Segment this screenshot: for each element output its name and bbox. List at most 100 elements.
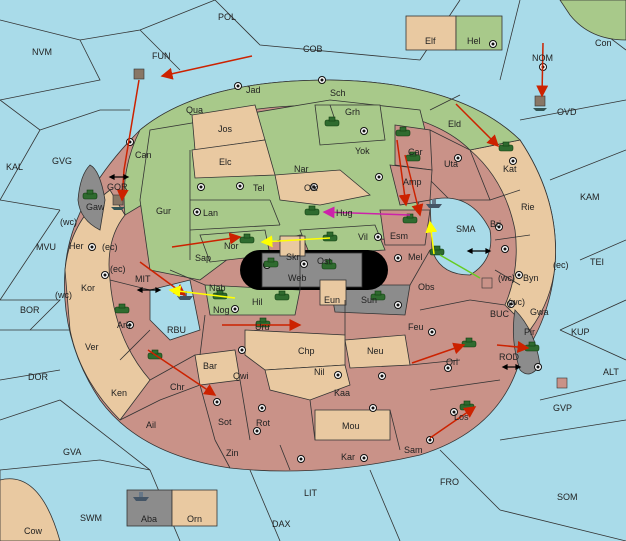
sea-lit: LIT <box>304 488 318 498</box>
inset-elf <box>405 15 457 51</box>
land-ark: Ark <box>117 320 131 330</box>
land-feu: Feu <box>408 322 424 332</box>
order-arrow <box>322 206 411 219</box>
land-nil: Nil <box>314 367 325 377</box>
province-borders <box>109 94 531 471</box>
land-ost: Ost <box>317 256 332 266</box>
sea-mvu: MVU <box>36 242 56 252</box>
land-gur: Gur <box>156 206 171 216</box>
land-wc4: (wc) <box>508 297 525 307</box>
land-ail: Ail <box>146 420 156 430</box>
land-bar: Bar <box>203 361 217 371</box>
land-grh: Grh <box>345 107 360 117</box>
prov-vil <box>299 224 386 256</box>
land-vil: Vil <box>358 232 368 242</box>
land-web: Web <box>288 273 306 283</box>
fleet-unit <box>426 199 442 208</box>
land-nor: Nor <box>224 241 239 251</box>
sea-gva: GVA <box>63 447 81 457</box>
land-sot: Sot <box>218 417 232 427</box>
land-amp: Amp <box>403 177 422 187</box>
order-arrow <box>425 220 438 255</box>
land-nar: Nar <box>294 164 309 174</box>
sea-gvp: GVP <box>553 403 572 413</box>
order-arrow <box>404 154 424 217</box>
sea-dor: DOR <box>28 372 49 382</box>
prov-chp <box>244 329 346 371</box>
order-arrow <box>536 42 549 98</box>
land-lan: Lan <box>203 208 218 218</box>
sea-kup: KUP <box>571 327 590 337</box>
land-skr: Skr <box>286 252 300 262</box>
land-chp: Chp <box>298 346 315 356</box>
land-neu: Neu <box>367 346 384 356</box>
sea-bor: BOR <box>20 305 40 315</box>
order-arrow <box>168 285 236 299</box>
order-arrow <box>116 79 140 202</box>
sea-mit: MIT <box>135 274 151 284</box>
land-kor: Kor <box>81 283 95 293</box>
land-qwi: Qwi <box>233 371 249 381</box>
sea-alt: ALT <box>603 367 619 377</box>
sea-nvm: NVM <box>32 47 52 57</box>
order-arrow <box>171 232 242 248</box>
army-unit <box>263 257 279 268</box>
army-unit <box>395 126 411 137</box>
land-rie: Rie <box>521 202 535 212</box>
sea-pol: POL <box>218 12 236 22</box>
land-gaw: Gaw <box>86 202 105 212</box>
land-yok: Yok <box>355 146 370 156</box>
land-ec2: (ec) <box>110 264 126 274</box>
land-can: Can <box>135 150 152 160</box>
sea-kam: KAM <box>580 192 600 202</box>
sea-cob: COB <box>303 44 323 54</box>
sea-fun: FUN <box>152 51 171 61</box>
sma-inland-sea <box>429 197 492 276</box>
land-aba: Aba <box>141 514 157 524</box>
land-kar: Kar <box>341 452 355 462</box>
land-eun: Eun <box>324 295 340 305</box>
fleet-unit <box>556 377 568 389</box>
land-ken: Ken <box>111 388 127 398</box>
land-nab: Nab <box>209 283 226 293</box>
land-labels: Jad Sch Qua Jos Grh Eld Can Yok Car Kat … <box>55 36 569 524</box>
prov-nil <box>264 364 351 401</box>
land-sap: Sap <box>195 253 211 263</box>
land-hil: Hil <box>252 297 263 307</box>
land-mou: Mou <box>342 421 360 431</box>
sea-con: Con <box>595 38 612 48</box>
army-unit <box>274 290 290 301</box>
land-ver: Ver <box>85 342 99 352</box>
army-unit <box>82 189 98 200</box>
order-arrow <box>260 235 331 248</box>
land-pir: Pir <box>524 327 535 337</box>
land-wc1: (wc) <box>60 217 77 227</box>
prov-grh <box>314 104 386 146</box>
land-zin: Zin <box>226 448 239 458</box>
army-unit <box>370 290 386 301</box>
prov-web-box <box>261 252 363 288</box>
orders <box>116 42 549 439</box>
fleet-unit <box>481 277 493 289</box>
order-arrow <box>439 254 481 279</box>
land-uta: Uta <box>444 159 458 169</box>
army-unit <box>402 213 418 224</box>
sea-cow: Cow <box>24 526 43 536</box>
sea-buc: BUC <box>490 309 510 319</box>
land-kat: Kat <box>503 164 517 174</box>
rbu-inland-sea <box>149 279 201 341</box>
sea-gvg: GVG <box>52 156 72 166</box>
sea-fro: FRO <box>440 477 459 487</box>
army-unit <box>461 337 477 348</box>
land-hel: Hel <box>467 36 481 46</box>
land-wc2: (wc) <box>498 273 515 283</box>
land-her: Her <box>69 241 84 251</box>
land-los: Los <box>454 412 469 422</box>
fleet-unit <box>133 68 145 80</box>
land-car: Car <box>408 147 423 157</box>
sea-dax: DAX <box>272 519 291 529</box>
land-chr: Chr <box>170 382 185 392</box>
army-unit <box>498 141 514 152</box>
land-jad: Jad <box>246 85 261 95</box>
